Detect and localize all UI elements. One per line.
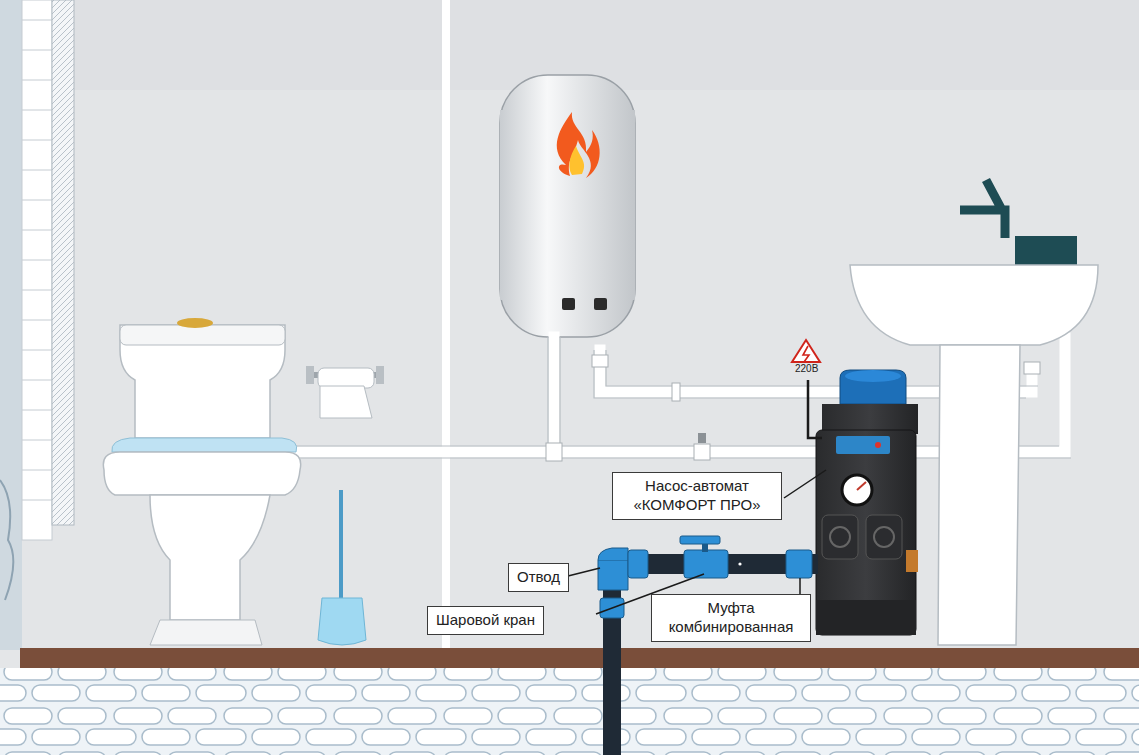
callout-box: Муфта комбинированная — [651, 594, 811, 642]
callout-box: Шаровой кран — [427, 606, 544, 635]
callout-text: Муфта комбинированная — [660, 599, 802, 637]
voltage-label: 220В — [794, 363, 819, 374]
callout-text: Отвод — [517, 568, 560, 587]
callout-box: Отвод — [508, 563, 569, 592]
callout-text: Шаровой кран — [436, 611, 535, 630]
callout-text: Насос-автомат «КОМФОРТ ПРО» — [621, 477, 773, 515]
callout-box: Насос-автомат «КОМФОРТ ПРО» — [612, 472, 782, 520]
